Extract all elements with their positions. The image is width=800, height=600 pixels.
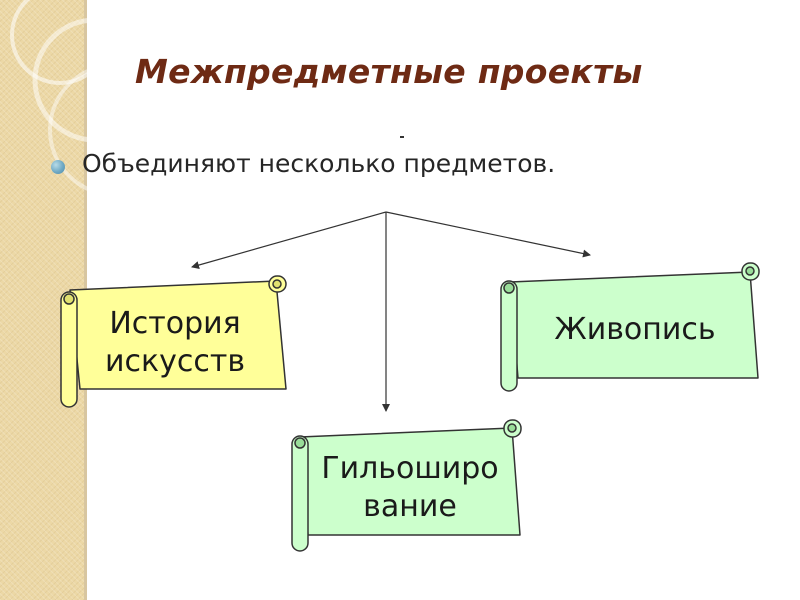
arrow-to-painting bbox=[386, 212, 590, 255]
arrow-to-history bbox=[192, 212, 386, 267]
scroll-label-guilloche: Гильоширо вание bbox=[310, 443, 510, 533]
scroll-label-history: История искусств bbox=[80, 298, 270, 388]
scroll-label-history-text: История искусств bbox=[105, 305, 245, 381]
scroll-label-painting: Живопись bbox=[520, 290, 750, 370]
scroll-label-guilloche-text: Гильоширо вание bbox=[321, 450, 498, 526]
scroll-label-painting-text: Живопись bbox=[554, 311, 715, 349]
